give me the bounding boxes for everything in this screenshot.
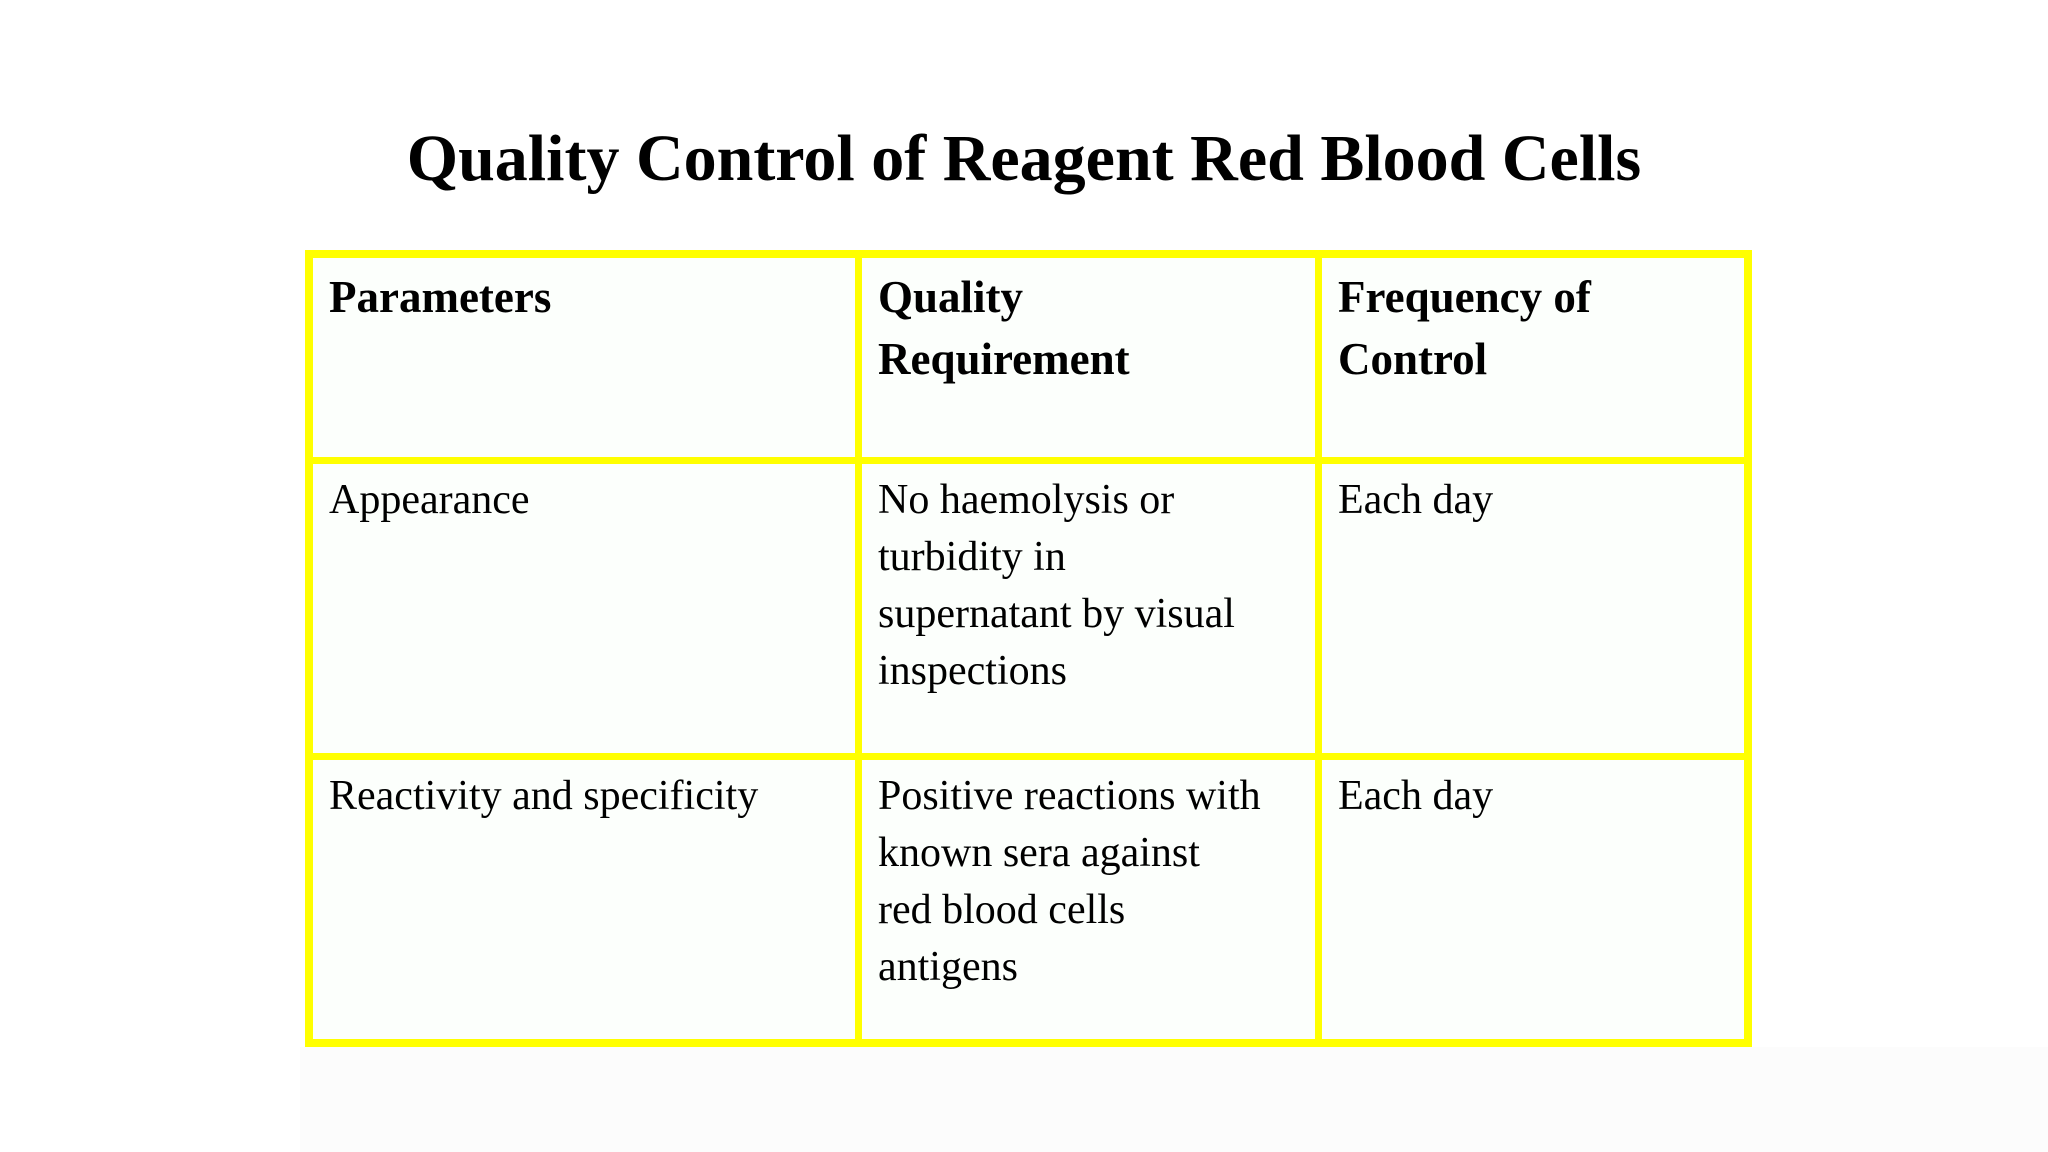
lower-background-band	[300, 1047, 2048, 1152]
column-header-frequency-of-control: Frequency of Control	[1322, 258, 1744, 457]
column-header-quality-requirement: Quality Requirement	[862, 258, 1315, 457]
cell-row2-quality-requirement: Positive reactions with known sera again…	[862, 760, 1315, 1039]
cell-row1-parameter: Appearance	[313, 464, 855, 753]
cell-row2-parameter: Reactivity and specificity	[313, 760, 855, 1039]
cell-row1-frequency: Each day	[1322, 464, 1744, 753]
column-header-parameters: Parameters	[313, 258, 855, 457]
cell-row1-quality-requirement: No haemolysis or turbidity in supernatan…	[862, 464, 1315, 753]
page-title: Quality Control of Reagent Red Blood Cel…	[406, 122, 1642, 196]
cell-row2-frequency: Each day	[1322, 760, 1744, 1039]
quality-control-table: Parameters Quality Requirement Frequency…	[305, 250, 1752, 1047]
